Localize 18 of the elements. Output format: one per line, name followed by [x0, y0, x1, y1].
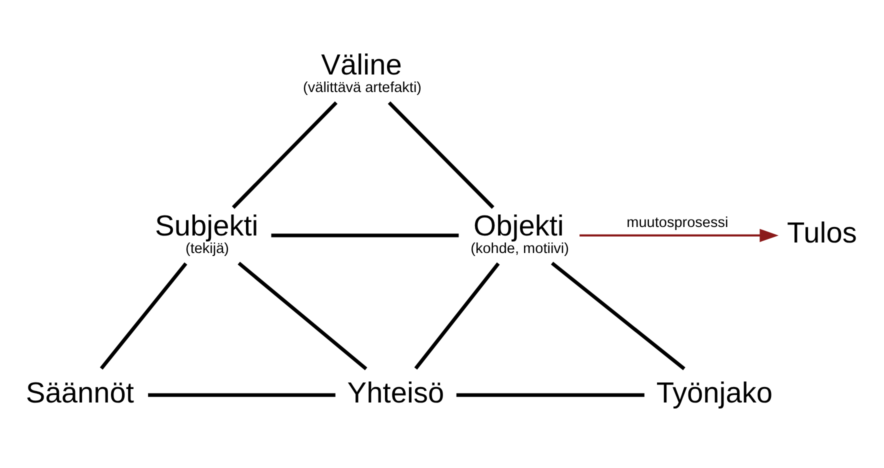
connector: [148, 393, 336, 397]
connector: [238, 262, 368, 370]
arrow: [580, 228, 779, 242]
node-text: Väline (välittävä artefakti): [303, 49, 422, 96]
node-text: Työnjako: [656, 377, 773, 410]
connector: [414, 262, 500, 370]
connector: [232, 101, 338, 209]
node-text: Tulos: [787, 218, 857, 250]
node-text: Subjekti (tekijä): [155, 210, 258, 257]
connector: [456, 393, 644, 397]
connector: [271, 234, 459, 238]
node-text: Yhteisö: [347, 377, 444, 410]
connector: [388, 101, 494, 209]
connector: [100, 262, 188, 370]
edge-label: muutosprosessi: [626, 214, 728, 231]
connector: [550, 262, 686, 370]
node-text: Säännöt: [26, 377, 134, 410]
node-text: Objekti (kohde, motiivi): [470, 210, 569, 257]
